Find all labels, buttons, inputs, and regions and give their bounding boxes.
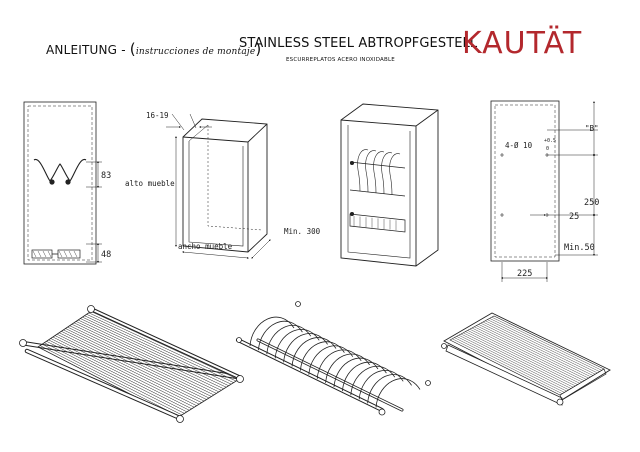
flat-grid-rack xyxy=(19,305,244,423)
grid-wire xyxy=(50,338,192,410)
plate-wire xyxy=(266,325,312,355)
plate-wire xyxy=(358,370,404,400)
tray-rib xyxy=(474,326,585,381)
dim-min-300: Min. 300 xyxy=(284,227,321,236)
instructions-spanish: instrucciones de montaje xyxy=(135,47,256,57)
grid-wire xyxy=(44,342,185,414)
grid-wire xyxy=(90,311,239,380)
grid-wire xyxy=(48,339,190,411)
tray-rib xyxy=(469,329,580,384)
plate-wire xyxy=(375,378,421,408)
dim-250: 250 xyxy=(584,198,599,208)
dim-225: 225 xyxy=(517,269,532,279)
hole-tolerance-lower: 0 xyxy=(546,146,549,152)
grid-wire xyxy=(73,322,219,393)
grid-wire xyxy=(42,343,183,416)
grid-wire xyxy=(86,314,234,383)
drip-tray xyxy=(441,312,611,406)
grid-wire xyxy=(82,316,229,386)
dim-16-19: 16-19 xyxy=(146,111,169,120)
tray-rib xyxy=(460,333,572,389)
plate-rack xyxy=(236,301,431,416)
grid-wire xyxy=(88,312,237,382)
plate-wire xyxy=(274,329,320,359)
hole-spec: 4-Ø 10 xyxy=(505,141,533,150)
grid-wire xyxy=(52,336,195,408)
plate-wire xyxy=(342,361,387,392)
product-subtitle: ESCURREPLATOS ACERO INOXIDABLE xyxy=(286,57,395,63)
tray-rib xyxy=(467,330,578,385)
grid-wire xyxy=(61,331,205,402)
paren-close: ) xyxy=(255,40,262,58)
grid-wire xyxy=(67,326,212,397)
plate-wire xyxy=(325,353,370,383)
tray-rib xyxy=(465,331,576,387)
grid-wire xyxy=(59,332,202,403)
hole-tolerance-upper: +0.5 xyxy=(544,138,556,144)
tray-rib xyxy=(458,335,569,390)
plate-wire xyxy=(308,345,354,375)
side-panel-hole-view xyxy=(490,100,598,282)
dim-83: 83 xyxy=(101,171,111,181)
instructions-label: ANLEITUNG - xyxy=(46,43,126,57)
grid-wire xyxy=(71,323,217,394)
plate-wire xyxy=(350,366,396,396)
cabinet-with-racks-view xyxy=(340,103,439,267)
tray-rib xyxy=(482,321,594,376)
dim-min-50: Min.50 xyxy=(564,243,595,253)
tray-rib xyxy=(491,317,602,371)
grid-wire xyxy=(63,329,207,400)
tray-rib xyxy=(485,320,596,375)
tray-rib xyxy=(471,327,583,383)
dim-48: 48 xyxy=(101,250,111,260)
plate-wire xyxy=(300,341,345,371)
tray-rib xyxy=(478,324,589,379)
grid-wire xyxy=(69,325,215,396)
grid-wire xyxy=(46,341,187,413)
grid-wire xyxy=(80,318,227,388)
cabinet-front-view xyxy=(23,101,102,265)
dim-ancho-mueble: ancho mueble xyxy=(178,242,233,251)
instructions-heading: ANLEITUNG - (instrucciones de montaje) xyxy=(46,40,261,58)
product-title: STAINLESS STEEL ABTROPFGESTELL xyxy=(239,36,478,51)
cabinet-isometric-view xyxy=(166,113,271,259)
tray-rib xyxy=(463,332,574,388)
tray-rib xyxy=(489,318,600,372)
plate-wire xyxy=(258,320,303,351)
brand-logo: KAUTÄT xyxy=(462,26,583,61)
tray-rib xyxy=(456,336,567,392)
plate-wire xyxy=(367,374,412,404)
grid-wire xyxy=(75,321,222,391)
plate-wire xyxy=(291,337,337,367)
dim-25: 25 xyxy=(569,212,579,222)
plate-wire xyxy=(249,316,295,347)
tray-rib xyxy=(480,323,591,377)
grid-wire xyxy=(84,315,232,385)
grid-wire xyxy=(56,333,200,405)
plate-wire xyxy=(283,333,328,363)
grid-wire xyxy=(54,335,197,406)
tray-rib xyxy=(487,319,598,374)
plate-wire xyxy=(333,357,379,388)
tray-rib xyxy=(454,337,565,393)
tray-rib xyxy=(452,338,563,394)
tray-rib xyxy=(476,325,587,380)
dim-b-label: "B" xyxy=(585,124,599,133)
paren-open: ( xyxy=(129,40,136,58)
grid-wire xyxy=(65,328,210,399)
dim-alto-mueble: alto mueble xyxy=(125,179,175,188)
plate-wire xyxy=(316,349,362,379)
grid-wire xyxy=(39,345,180,417)
grid-wire xyxy=(78,319,224,390)
